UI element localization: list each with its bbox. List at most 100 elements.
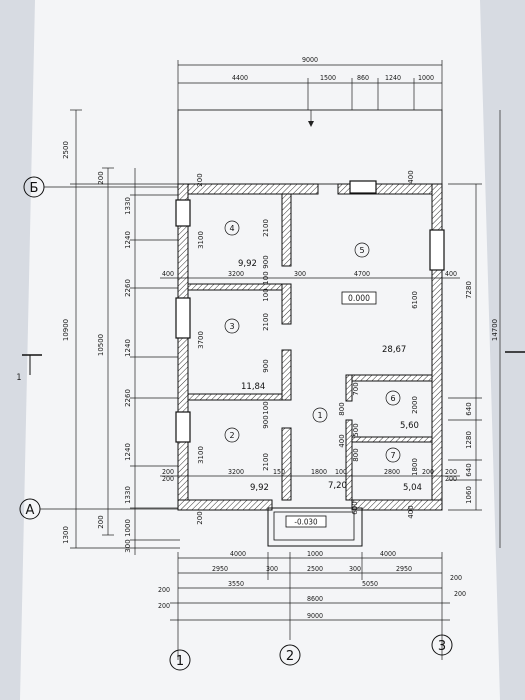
int-w3200b: 3200 [228, 468, 244, 476]
dim-overall-top: 9000 [302, 56, 318, 64]
int-h3100b: 3100 [197, 446, 205, 464]
axis-marker-3 [431, 634, 453, 656]
int-h3100a: 3100 [197, 231, 205, 249]
int-w200b: 200 [422, 468, 434, 476]
room-6-area: 5,60 [400, 421, 419, 431]
dim-right-2: 1280 [465, 431, 473, 449]
dim-right-3: 640 [465, 463, 473, 476]
int-h800b: 800 [352, 448, 360, 461]
room-7-number: 7 [390, 451, 395, 460]
dim-bot2-2: 300 [266, 565, 278, 573]
int-h800a: 800 [338, 402, 346, 415]
int-w150: 150 [273, 468, 285, 476]
int-w400c: 400 [407, 170, 415, 183]
int-h900c: 900 [262, 415, 270, 428]
floor-level-box [341, 291, 377, 305]
entrance-porch [267, 507, 363, 547]
axis-label-a: А [26, 503, 35, 518]
dim-left-outer-2: 1300 [62, 526, 70, 544]
dim-bot2-4: 300 [349, 565, 361, 573]
axis-label-2: 2 [286, 649, 294, 664]
dim-left-inner-6: 1240 [124, 443, 132, 461]
int-w200f: 200 [162, 475, 174, 483]
int-h400: 400 [338, 434, 346, 447]
int-h3700: 3700 [197, 331, 205, 349]
int-w300: 300 [294, 270, 306, 278]
dim-left-inner-4: 1240 [124, 339, 132, 357]
dim-overall-bottom: 9000 [307, 612, 323, 620]
right-dimension-lines [448, 110, 525, 548]
dim-bot4-1: 200 [158, 586, 170, 594]
room-labels [224, 220, 401, 463]
dim-left-total: 10900 [62, 319, 70, 341]
dim-left-inner-9: 300 [124, 539, 132, 552]
room-5-number: 5 [359, 246, 364, 255]
room-4-area: 9,92 [238, 259, 257, 269]
dim-left-mid-1: 200 [97, 171, 105, 184]
left-dimension-lines [70, 109, 180, 555]
int-h500: 500 [352, 423, 360, 436]
porch-level-box [285, 515, 327, 528]
dim-bot3-2: 5050 [362, 580, 378, 588]
int-h100c: 100 [262, 288, 270, 301]
int-w3200a: 3200 [228, 270, 244, 278]
dim-bot1-2: 1000 [307, 550, 323, 558]
dim-top-5: 1000 [418, 74, 434, 82]
dim-bot1-3: 4000 [380, 550, 396, 558]
int-h2100c: 2100 [262, 453, 270, 471]
int-h2000: 2000 [411, 396, 419, 414]
int-w200a: 200 [162, 468, 174, 476]
room-2-area: 9,92 [250, 483, 269, 493]
left-windows [175, 199, 445, 443]
dim-bot3-3: 200 [450, 574, 462, 582]
room-4-number: 4 [229, 224, 234, 233]
dim-right-4: 1060 [465, 486, 473, 504]
int-w100: 100 [335, 468, 347, 476]
dim-right-total: 14700 [491, 319, 499, 341]
int-h100b: 100 [262, 401, 270, 414]
dim-bot1-1: 4000 [230, 550, 246, 558]
dim-left-mid-2: 200 [97, 515, 105, 528]
dim-bot2-3: 2500 [307, 565, 323, 573]
dim-left-inner-2: 1240 [124, 231, 132, 249]
dim-top-2: 1500 [320, 74, 336, 82]
dim-top-4: 1240 [385, 74, 401, 82]
int-w200c: 200 [445, 468, 457, 476]
dim-bot2-1: 2950 [212, 565, 228, 573]
int-w400b: 400 [445, 270, 457, 278]
int-h6100: 6100 [411, 291, 419, 309]
room-3-area: 11,84 [241, 382, 265, 392]
int-h900b: 900 [262, 359, 270, 372]
int-h900a: 900 [262, 255, 270, 268]
int-w200e: 200 [196, 511, 204, 524]
axis-marker-2 [279, 644, 301, 666]
dim-bot2-5: 2950 [396, 565, 412, 573]
dim-bot4-3: 200 [454, 590, 466, 598]
room-1-area: 7,20 [328, 481, 347, 491]
room-1-number: 1 [317, 411, 322, 420]
dim-left-inner-8: 1000 [124, 519, 132, 537]
exterior-walls [177, 180, 443, 511]
dim-left-inner-5: 2260 [124, 389, 132, 407]
floor-level: 0.000 [348, 294, 370, 304]
dim-right-1: 640 [465, 402, 473, 415]
axis-marker-1 [169, 649, 191, 671]
dim-top-1: 4400 [232, 74, 248, 82]
section-marker-label: 1 [16, 373, 21, 383]
int-w400d: 400 [407, 505, 415, 518]
int-w600: 600 [351, 501, 359, 514]
dim-bot4-2: 8600 [307, 595, 323, 603]
axis-label-b: Б [30, 181, 39, 196]
dim-left-inner-3: 2260 [124, 279, 132, 297]
int-w200g: 200 [445, 475, 457, 483]
dim-left-inner-1: 1330 [124, 197, 132, 215]
porch-inner [273, 511, 355, 541]
paper-sheet [20, 0, 500, 700]
porch-level: -0.030 [294, 518, 318, 527]
room-7-area: 5,04 [403, 483, 422, 493]
room-3-number: 3 [229, 322, 234, 331]
axis-label-1: 1 [176, 654, 184, 669]
terrace-arrow-head [308, 121, 314, 127]
